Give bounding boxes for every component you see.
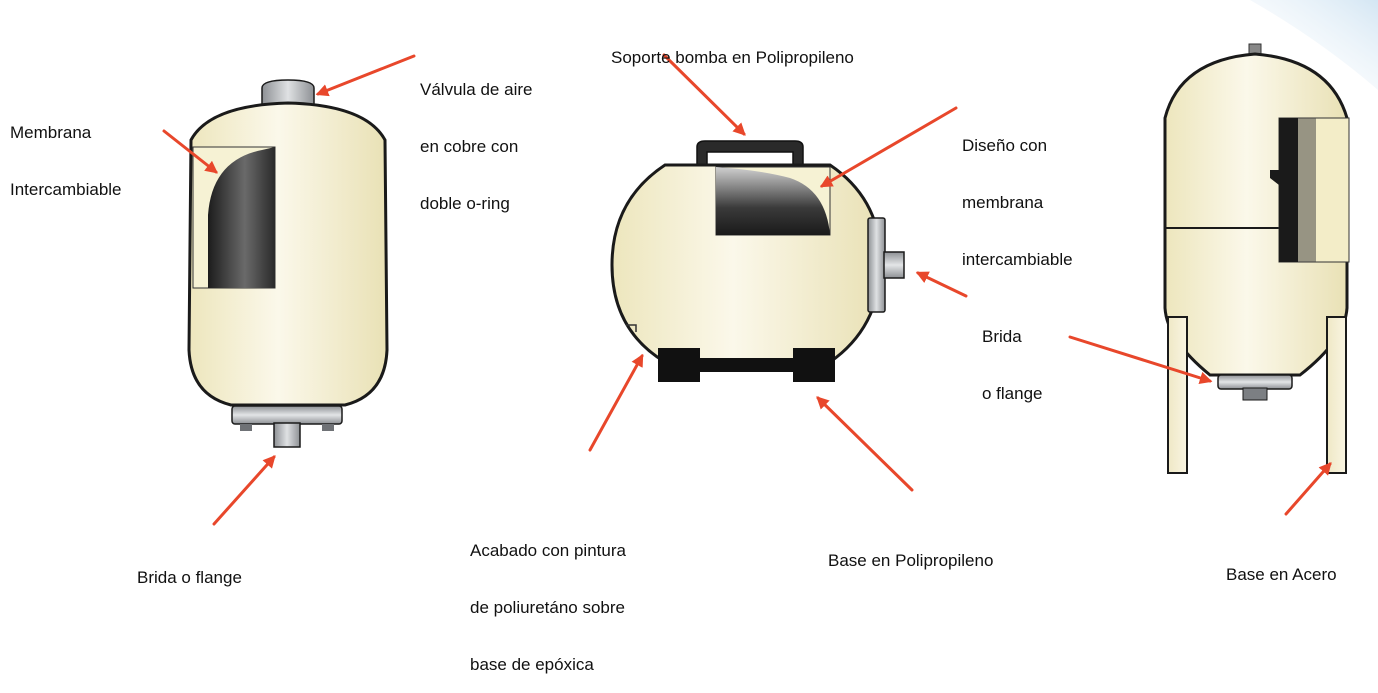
base-foot-left [658, 348, 700, 382]
label-line: Brida o flange [137, 568, 242, 587]
leg-right [1326, 316, 1347, 474]
label-line: Base en Acero [1226, 565, 1337, 584]
outlet-pipe [1242, 387, 1268, 401]
drain-mark [626, 324, 637, 332]
label-line: Válvula de aire [420, 80, 533, 99]
flange-bolt [322, 424, 334, 431]
label-base-poli: Base en Polipropileno [828, 513, 993, 589]
label-membrana: Membrana Intercambiable [10, 85, 122, 218]
arrow-brida-mid [915, 271, 968, 298]
label-line: de poliuretáno sobre [470, 598, 626, 617]
arrow-soporte [662, 53, 746, 136]
label-line: Acabado con pintura [470, 541, 626, 560]
base-foot-right [793, 348, 835, 382]
bottom-flange [231, 405, 343, 425]
label-line: Membrana [10, 123, 92, 142]
membrane-shape [1270, 118, 1298, 262]
label-line: doble o-ring [420, 194, 510, 213]
tank-diagram [162, 0, 1378, 526]
bottom-flange [1217, 374, 1293, 390]
arrow-acabado [588, 353, 644, 452]
flange-bolt [240, 424, 252, 431]
leg-left [1167, 316, 1188, 474]
air-valve [261, 79, 315, 108]
label-line: membrana [962, 193, 1044, 212]
label-brida-mid: Brida o flange [982, 289, 1043, 422]
arrow-valvula [315, 54, 416, 97]
label-line: Soporte bomba en Polipropileno [611, 48, 854, 67]
membrane-shade [1298, 118, 1316, 262]
arrow-base-acero [1284, 462, 1332, 516]
label-line: Base en Polipropileno [828, 551, 994, 570]
label-line: Brida [982, 327, 1022, 346]
label-line: Intercambiable [10, 180, 122, 199]
horizontal-tank [610, 140, 905, 382]
label-diseno: Diseño con membrana intercambiable [962, 98, 1073, 288]
label-line: Diseño con [962, 136, 1048, 155]
side-flange [867, 217, 886, 313]
callout-arrows [162, 53, 1332, 526]
outlet-pipe [883, 251, 905, 279]
base-bar [700, 358, 795, 372]
membrane-shape [716, 167, 830, 235]
steel-legs-tank [1163, 43, 1350, 474]
arrow-membrana [162, 129, 218, 174]
label-line: base de epóxica [470, 655, 594, 674]
label-line: en cobre con [420, 137, 519, 156]
membrane-shape [208, 147, 275, 288]
label-base-acero: Base en Acero [1226, 527, 1337, 603]
corner-glow [1250, 0, 1378, 90]
arrow-base-poli [816, 396, 914, 492]
label-brida-left: Brida o flange [137, 530, 242, 606]
vertical-tank [187, 79, 389, 448]
label-soporte: Soporte bomba en Polipropileno [611, 10, 854, 86]
label-line: o flange [982, 384, 1043, 403]
pump-support-handle [696, 140, 804, 167]
label-valvula: Válvula de aire en cobre con doble o-rin… [420, 42, 532, 232]
arrow-diseno [819, 106, 958, 188]
arrow-brida-right [1068, 335, 1213, 384]
label-line: intercambiable [962, 250, 1073, 269]
outlet-pipe [273, 422, 301, 448]
arrow-brida-left [212, 455, 276, 526]
label-acabado: Acabado con pintura de poliuretáno sobre… [470, 503, 626, 693]
